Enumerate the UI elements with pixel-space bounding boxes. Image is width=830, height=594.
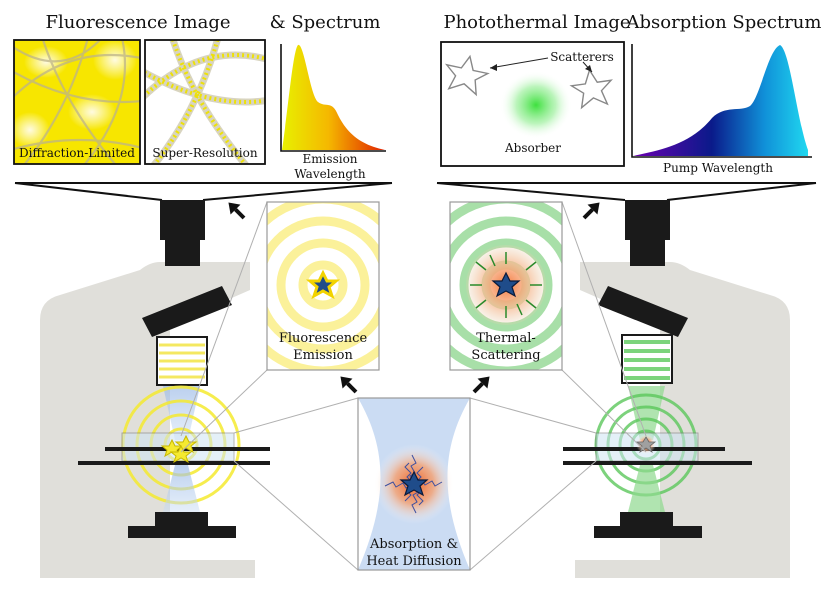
title-photothermal-image: Photothermal Image (443, 12, 630, 33)
thermal-inset-label-line1: Thermal- (476, 331, 536, 346)
diffraction-limited-panel: Diffraction-Limited (13, 39, 141, 165)
arrow-to-fluorescence-inset (340, 376, 358, 394)
thermal-scattering-inset: Thermal- Scattering (449, 201, 563, 371)
title-fluorescence-image: Fluorescence Image (45, 12, 230, 33)
scatterer-star-right (569, 68, 613, 110)
left-microscope (40, 200, 270, 578)
thermal-inset-label-line2: Scattering (471, 348, 540, 363)
super-resolution-label: Super-Resolution (152, 146, 257, 160)
arrow-to-thermal-inset (472, 376, 490, 394)
super-resolution-panel: Super-Resolution (144, 39, 266, 165)
diffraction-limited-label: Diffraction-Limited (19, 146, 135, 160)
absorber-label: Absorber (504, 141, 561, 155)
arrow-to-fluorescence-view (228, 202, 246, 220)
scatterer-star-left (444, 54, 490, 97)
absorption-inset-label-line2: Heat Diffusion (366, 554, 462, 569)
absorption-heat-inset: Absorption & Heat Diffusion (357, 397, 471, 571)
inset-connector-lines (180, 201, 647, 571)
arrow-to-photothermal-view (582, 202, 600, 220)
title-absorption-spectrum: Absorption Spectrum (626, 12, 822, 33)
view-connectors (14, 182, 817, 201)
flow-arrows (228, 202, 600, 394)
title-fluorescence-spectrum: & Spectrum (270, 12, 381, 33)
fluorescence-emission-inset: Fluorescence Emission (266, 201, 380, 371)
emission-axis-label-line2: Wavelength (294, 167, 365, 181)
absorption-spectrum-plot: Pump Wavelength (631, 44, 812, 175)
scatterers-label: Scatterers (550, 50, 614, 64)
emission-spectrum-plot: Emission Wavelength (280, 44, 386, 181)
absorption-inset-label-line1: Absorption & (369, 537, 458, 552)
right-microscope (563, 200, 790, 578)
fluorescence-inset-label-line2: Emission (293, 348, 353, 363)
emission-axis-label-line1: Emission (302, 152, 357, 166)
fluorescence-inset-label-line1: Fluorescence (279, 331, 368, 346)
photothermal-image-panel: Scatterers Absorber (440, 41, 625, 167)
pump-axis-label: Pump Wavelength (663, 161, 773, 175)
